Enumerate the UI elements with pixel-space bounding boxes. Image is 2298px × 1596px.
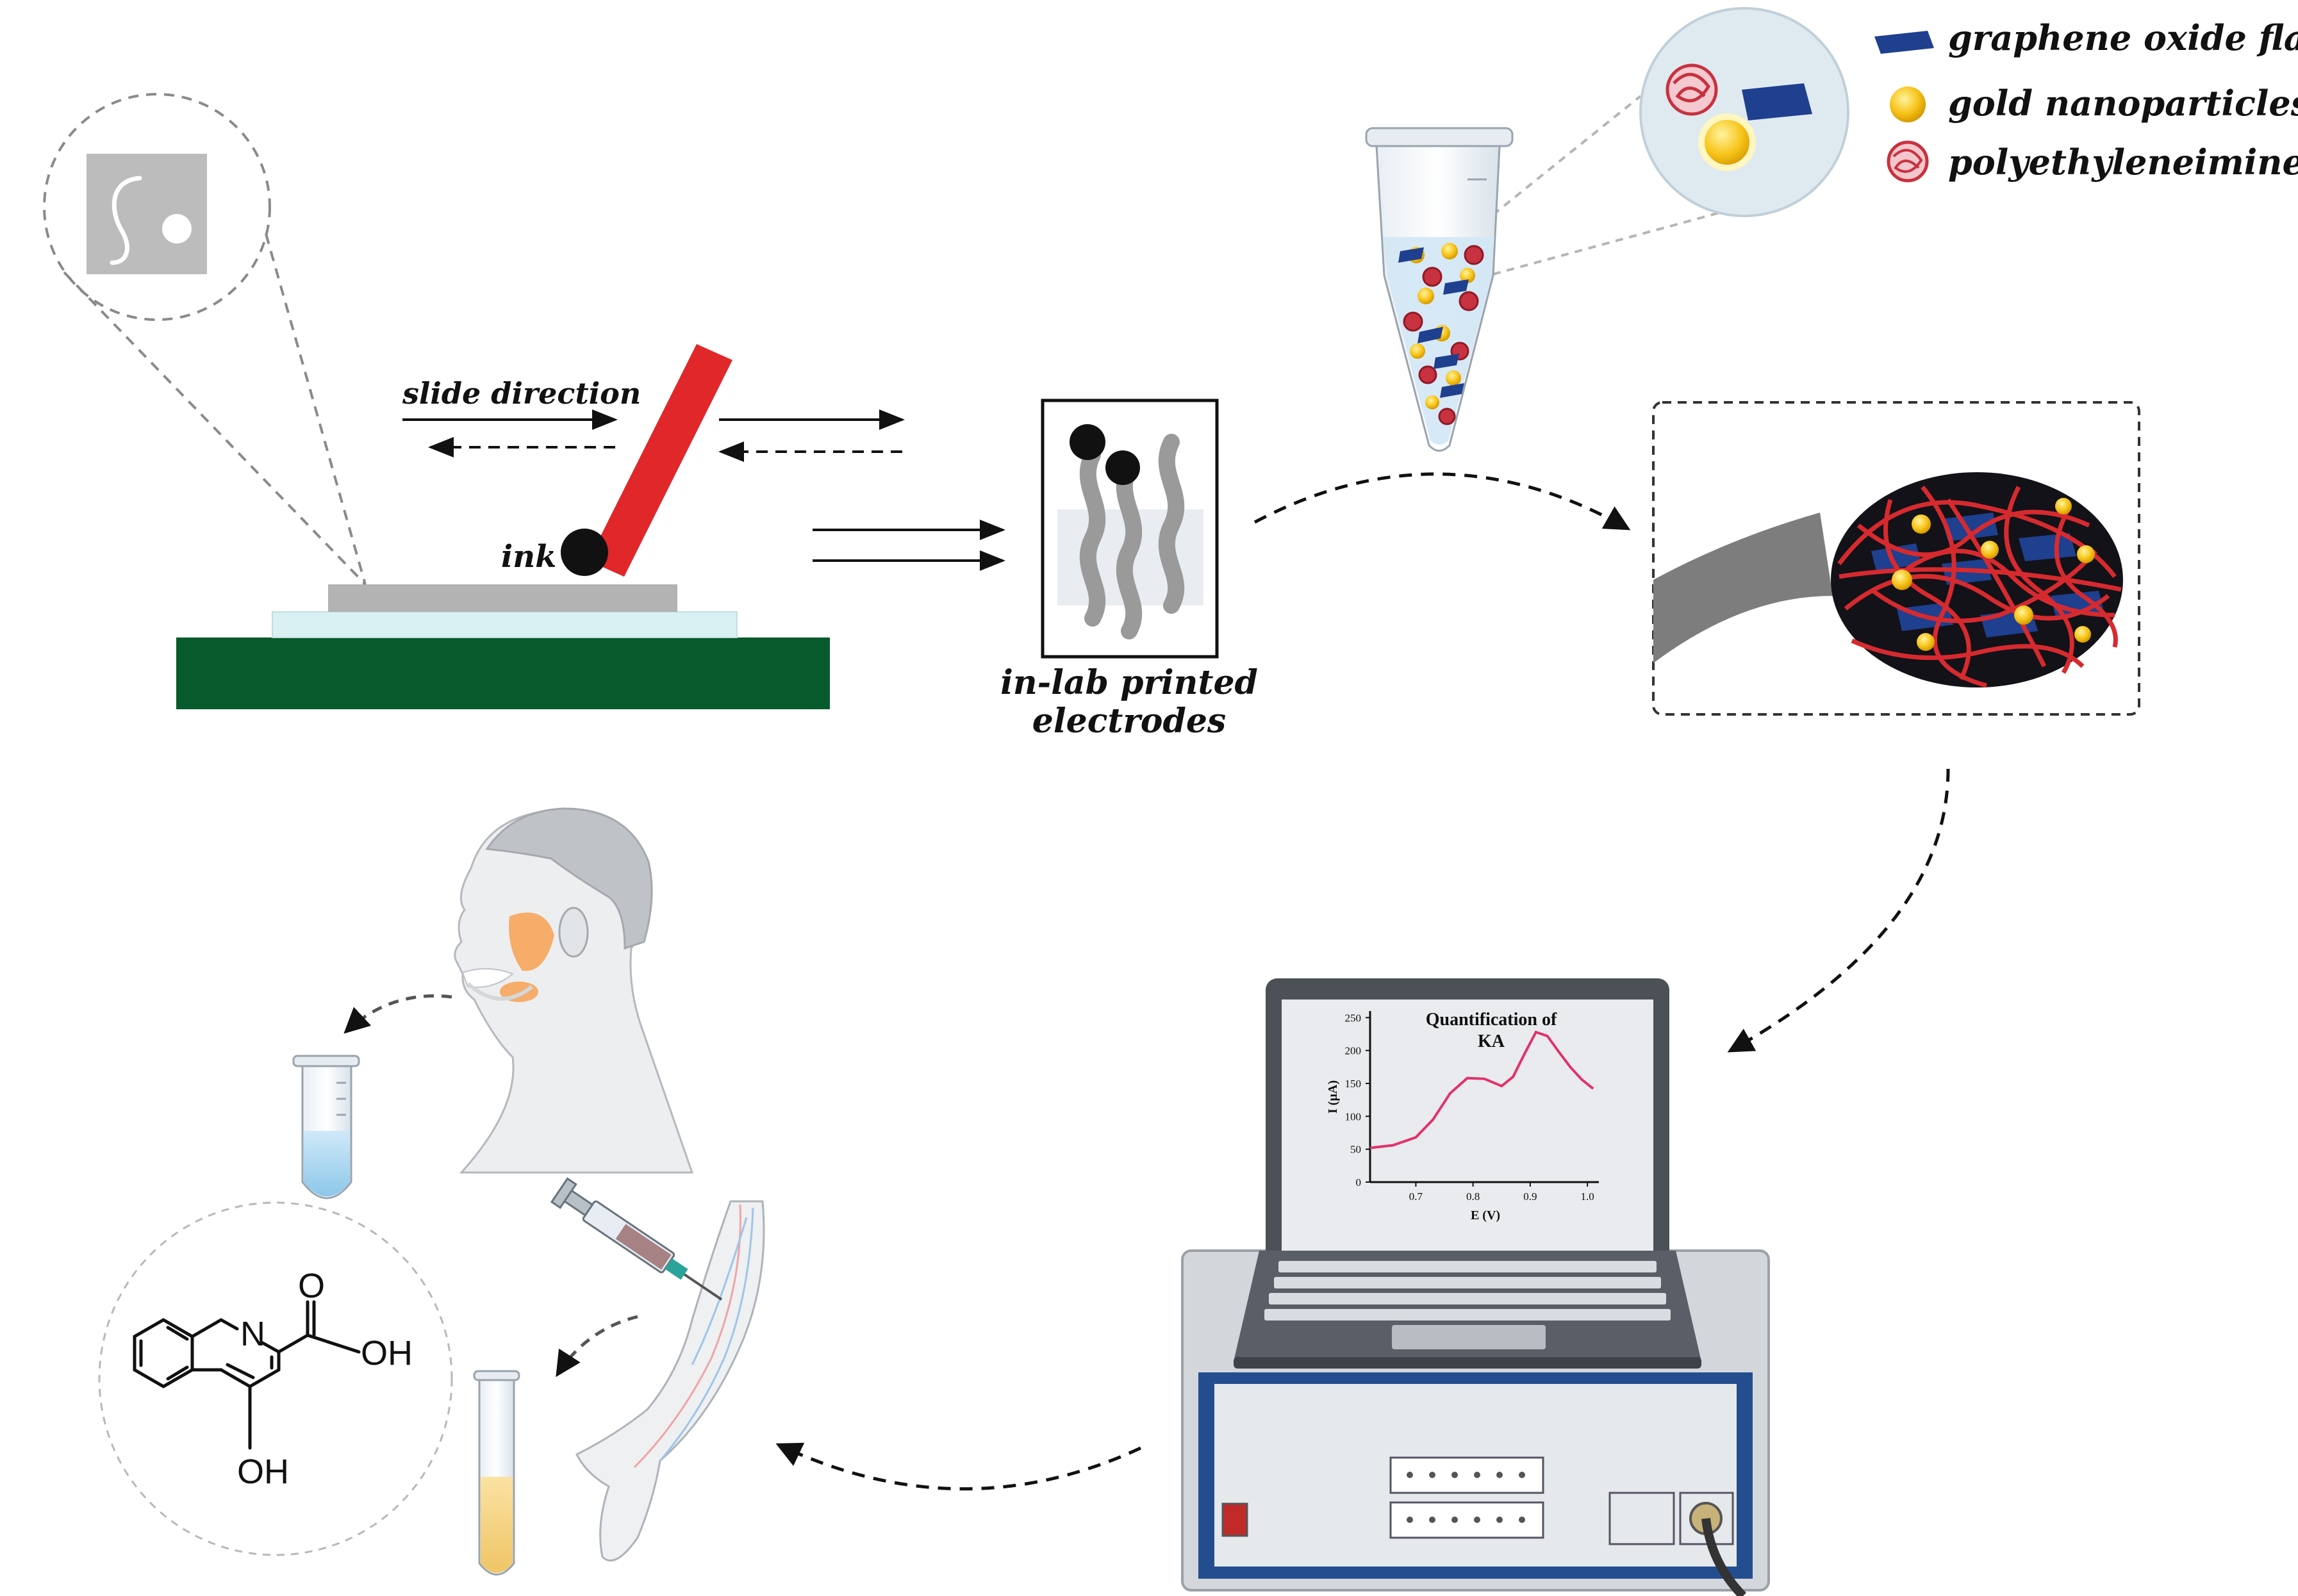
atom-n: N [240,1315,265,1353]
flow-arrow-to-modified-electrode [1253,472,1631,531]
nanocomposite-gold [1892,498,2095,651]
glass-slide [272,611,738,638]
chart-y-tick-label: 50 [1350,1144,1361,1156]
display-slot [1608,1492,1675,1545]
electrodes-label-line2: electrodes [1032,702,1226,741]
chart-y-tick-label: 200 [1345,1045,1362,1057]
chart-y-label: I (µA) [1326,1080,1340,1114]
legend-label-graphene: graphene oxide flake [1948,17,2298,58]
tube-zoom-line-top [1492,95,1642,216]
chart-x-tick-label: 0.8 [1466,1190,1480,1203]
tube-cap [1365,127,1514,147]
electrode-pad-1 [1070,424,1105,460]
chart-x-tick-label: 1.0 [1581,1190,1594,1203]
graphene-oxide-flake-icon [1874,31,1934,54]
arm-blood-draw [550,1177,765,1562]
chart-y-tick-label: 150 [1345,1078,1362,1090]
stencil-track [110,176,142,265]
atom-o: O [298,1267,325,1305]
chart-title-line1: Quantification of [1426,1010,1557,1030]
nanocomposite-tube [1365,95,1753,452]
ink-label: ink [501,539,556,575]
atom-oh-ring: OH [237,1452,289,1491]
stencil-zoom-circle [43,93,271,321]
tube-particles [1398,243,1484,425]
printed-electrodes-card: in-lab printed electrodes [1000,399,1258,741]
flow-arrow-to-analysis [1727,768,1950,1053]
electrode-pad-2 [1105,450,1140,485]
electrode-track-3 [1158,434,1185,614]
jaw-bone [466,982,533,1001]
electrodes-label-line1: in-lab printed [1000,663,1258,702]
flow-arrow-saliva [343,994,452,1034]
chart-x-tick-label: 0.7 [1409,1190,1423,1203]
gold-nanoparticle-icon [1890,86,1926,122]
laptop-touchpad [1392,1325,1546,1349]
chart-title-line2: KA [1478,1032,1505,1051]
power-switch [1221,1502,1248,1537]
cable [1701,1518,1747,1596]
chart-x-tick-label: 0.9 [1523,1190,1537,1203]
patient-head [454,807,694,1174]
chart-x-label: E (V) [1471,1208,1500,1222]
arm [575,1200,765,1562]
squeegee-blade [588,344,732,577]
saliva-liquid [304,1131,350,1197]
stencil-pad [162,214,192,243]
head-hair [485,807,653,950]
teeth [461,968,514,988]
syringe-icon [550,1177,723,1301]
flow-arrow-blood [556,1315,638,1378]
legend-label-gold: gold nanoparticles [1948,83,2298,124]
ink-drop [561,529,608,576]
slide-direction-label: slide direction [402,376,641,411]
salivary-gland-parotid [509,912,554,971]
electrode-track-2 [1116,459,1143,639]
zoom-line-right [265,233,367,585]
laptop: Quantification of KA I (µA) E (V) 0.7 0.8… [1234,978,1701,1369]
modified-electrode-zoom [1652,401,2140,716]
blood-tube [473,1370,520,1575]
bubble-graphene [1742,83,1812,120]
chart-y-tick-label: 250 [1345,1012,1362,1024]
ear [558,907,589,958]
electrode-strip [1653,513,1833,663]
zoom-line-left [63,271,367,586]
polyethyleneimine-icon [1887,140,1929,183]
flow-arrow-to-sampling [775,1442,1142,1491]
connector-block-1 [1389,1456,1544,1494]
chart-series-line [1369,1030,1594,1149]
printed-ink-layer [328,584,677,612]
substrate-base [176,638,830,709]
blood-serum [481,1477,513,1573]
saliva-tube [292,1055,360,1199]
chart-ticks: 0.7 0.8 0.9 1.0 0 50 100 150 200 250 [1345,1012,1594,1203]
kynurenic-acid-structure: N O OH OH [98,1201,453,1556]
laptop-screen [1282,1000,1653,1256]
structure-zoom-circle [98,1201,453,1556]
screen-chart: Quantification of KA I (µA) E (V) 0.7 0.8… [1326,1010,1599,1222]
stencil-mask [87,154,207,274]
screen-printing-setup: ink slide direction [43,93,905,709]
connector-block-2 [1389,1501,1544,1539]
chart-y-tick-label: 100 [1345,1110,1362,1123]
atom-oh-carboxyl: OH [361,1334,413,1372]
bubble-gold [1698,113,1756,171]
legend-label-pei: polyethyleneimine [1948,142,2298,183]
laptop-keyboard [1264,1261,1671,1320]
legend: graphene oxide flake gold nanoparticles … [1874,17,2298,183]
chart-y-tick-label: 0 [1356,1176,1362,1189]
nanocomposite-fibers [1837,485,2122,688]
component-zoom-bubble [1639,7,1849,217]
electrode-track-1 [1079,447,1106,627]
tube-zoom-line-bottom [1492,202,1753,276]
